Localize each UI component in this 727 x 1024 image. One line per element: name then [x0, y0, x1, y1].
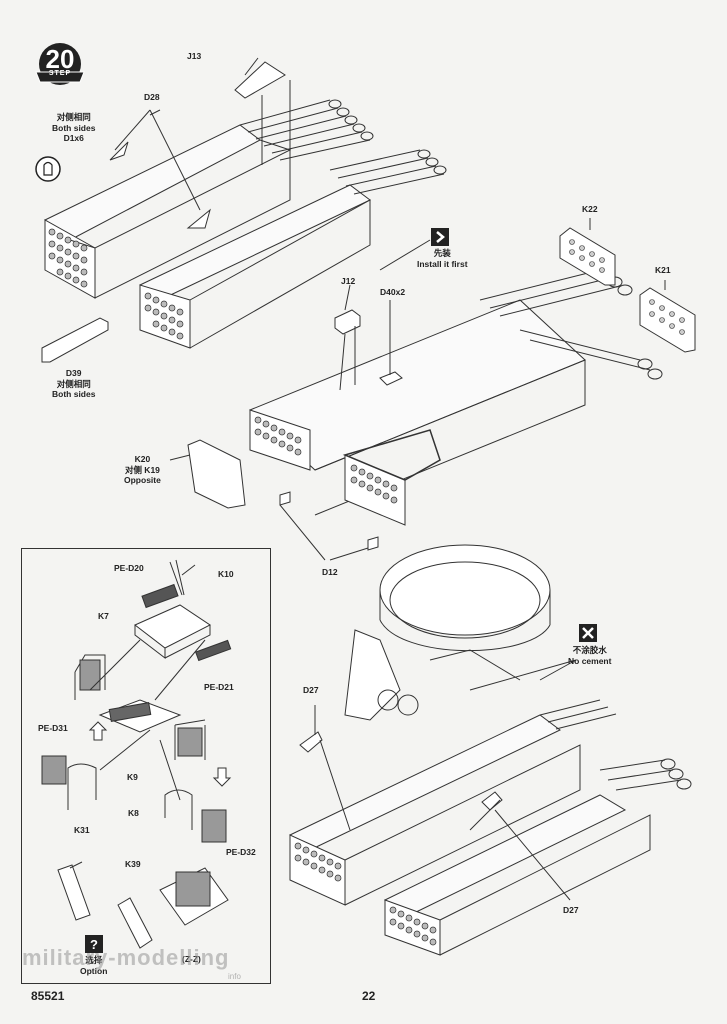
step-badge: 20 STEP	[32, 42, 88, 86]
step-number: 20	[45, 44, 75, 74]
label-d27-left: D27	[303, 685, 319, 695]
no-cement-note: 不涂胶水 No cement	[568, 645, 611, 666]
d12-part-a	[279, 491, 291, 506]
label-k20: K20	[134, 454, 151, 464]
label-d39: D39	[65, 368, 82, 378]
k31-part	[57, 861, 91, 921]
k39-part	[117, 897, 153, 949]
label-k39: K39	[125, 859, 141, 869]
label-k31: K31	[74, 825, 90, 835]
j13-part	[234, 61, 286, 99]
option-question-icon: ?	[85, 935, 103, 953]
d27-right-part	[481, 791, 503, 811]
label-d27-right: D27	[563, 905, 579, 915]
label-k7: K7	[98, 611, 109, 621]
step-badge-icon	[35, 43, 85, 85]
d28-part-right	[186, 208, 211, 229]
d12-part-b	[367, 536, 379, 551]
d39-both-sides-cn: 对侧相同	[56, 378, 91, 389]
both-sides-en: Both sides	[52, 122, 96, 133]
svg-text:?: ?	[90, 937, 98, 952]
upper-right-launcher	[139, 149, 447, 349]
label-k21: K21	[655, 265, 671, 275]
both-sides-cn: 对侧相同	[56, 112, 91, 122]
d39-note: D39 对侧相同 Both sides	[52, 368, 95, 400]
page-number: 22	[362, 989, 376, 1003]
k22-part	[559, 227, 616, 286]
label-d40x2: D40x2	[380, 287, 406, 297]
pe-d20-part	[141, 583, 179, 609]
install-first-cn: 先装	[433, 248, 451, 258]
label-k22: K22	[582, 204, 598, 214]
label-opposite: Opposite	[124, 475, 161, 486]
install-first-icon	[431, 228, 449, 246]
label-d12: D12	[322, 567, 338, 577]
label-pe-d32: PE-D32	[226, 847, 256, 857]
option-en: Option	[80, 965, 108, 976]
glue-tube-icon	[35, 156, 61, 182]
both-sides-note: 对侧相同 Both sides D1x6	[52, 112, 95, 144]
label-z-z: (Z-Z)	[182, 954, 201, 964]
pe-d21-part	[195, 639, 232, 662]
install-first-en: Install it first	[417, 258, 468, 269]
label-pe-d31: PE-D31	[38, 723, 68, 733]
arrow-down-shape	[212, 767, 232, 787]
label-j12: J12	[341, 276, 356, 286]
label-d1x6: D1x6	[63, 133, 84, 144]
option-inset	[21, 548, 271, 984]
no-cement-icon	[579, 624, 597, 642]
product-code: 85521	[31, 989, 65, 1003]
k10-part	[169, 559, 196, 596]
upper-left-launcher	[44, 99, 374, 299]
label-j13: J13	[187, 51, 202, 61]
middle-launcher	[249, 268, 663, 526]
k20-part	[187, 439, 246, 509]
label-k10: K10	[218, 569, 234, 579]
lower-right-launcher	[383, 758, 692, 956]
no-cement-en: No cement	[568, 655, 612, 666]
label-pe-d21: PE-D21	[204, 682, 234, 692]
label-k9: K9	[127, 772, 138, 782]
arrow-up-shape	[88, 721, 108, 741]
d28-part-left	[109, 141, 129, 161]
no-cement-cn: 不涂胶水	[572, 645, 607, 655]
k9-part	[67, 763, 97, 810]
label-pe-d20: PE-D20	[114, 563, 144, 573]
option-cn: 选择	[85, 955, 103, 965]
pe-d32-part	[201, 809, 227, 843]
d27-left-part	[299, 731, 323, 753]
k21-part	[639, 287, 696, 353]
d39-both-sides-en: Both sides	[52, 389, 96, 400]
watermark: military-modelling	[22, 945, 230, 970]
step-word: STEP	[48, 70, 72, 77]
k20-note: K20 对侧 K19 Opposite	[124, 454, 161, 486]
install-first-note: 先装 Install it first	[417, 248, 468, 269]
watermark-sub: info	[228, 972, 241, 981]
pe-d31-part	[41, 755, 67, 785]
j12-part	[334, 309, 361, 335]
turret-ring	[344, 544, 551, 721]
label-k8: K8	[128, 808, 139, 818]
option-note: 选择 Option	[80, 955, 107, 976]
label-d28: D28	[144, 92, 160, 102]
lower-left-launcher	[289, 699, 617, 906]
label-k19: 对侧 K19	[124, 464, 160, 475]
k8-part	[164, 789, 193, 830]
d39-part	[41, 317, 109, 363]
